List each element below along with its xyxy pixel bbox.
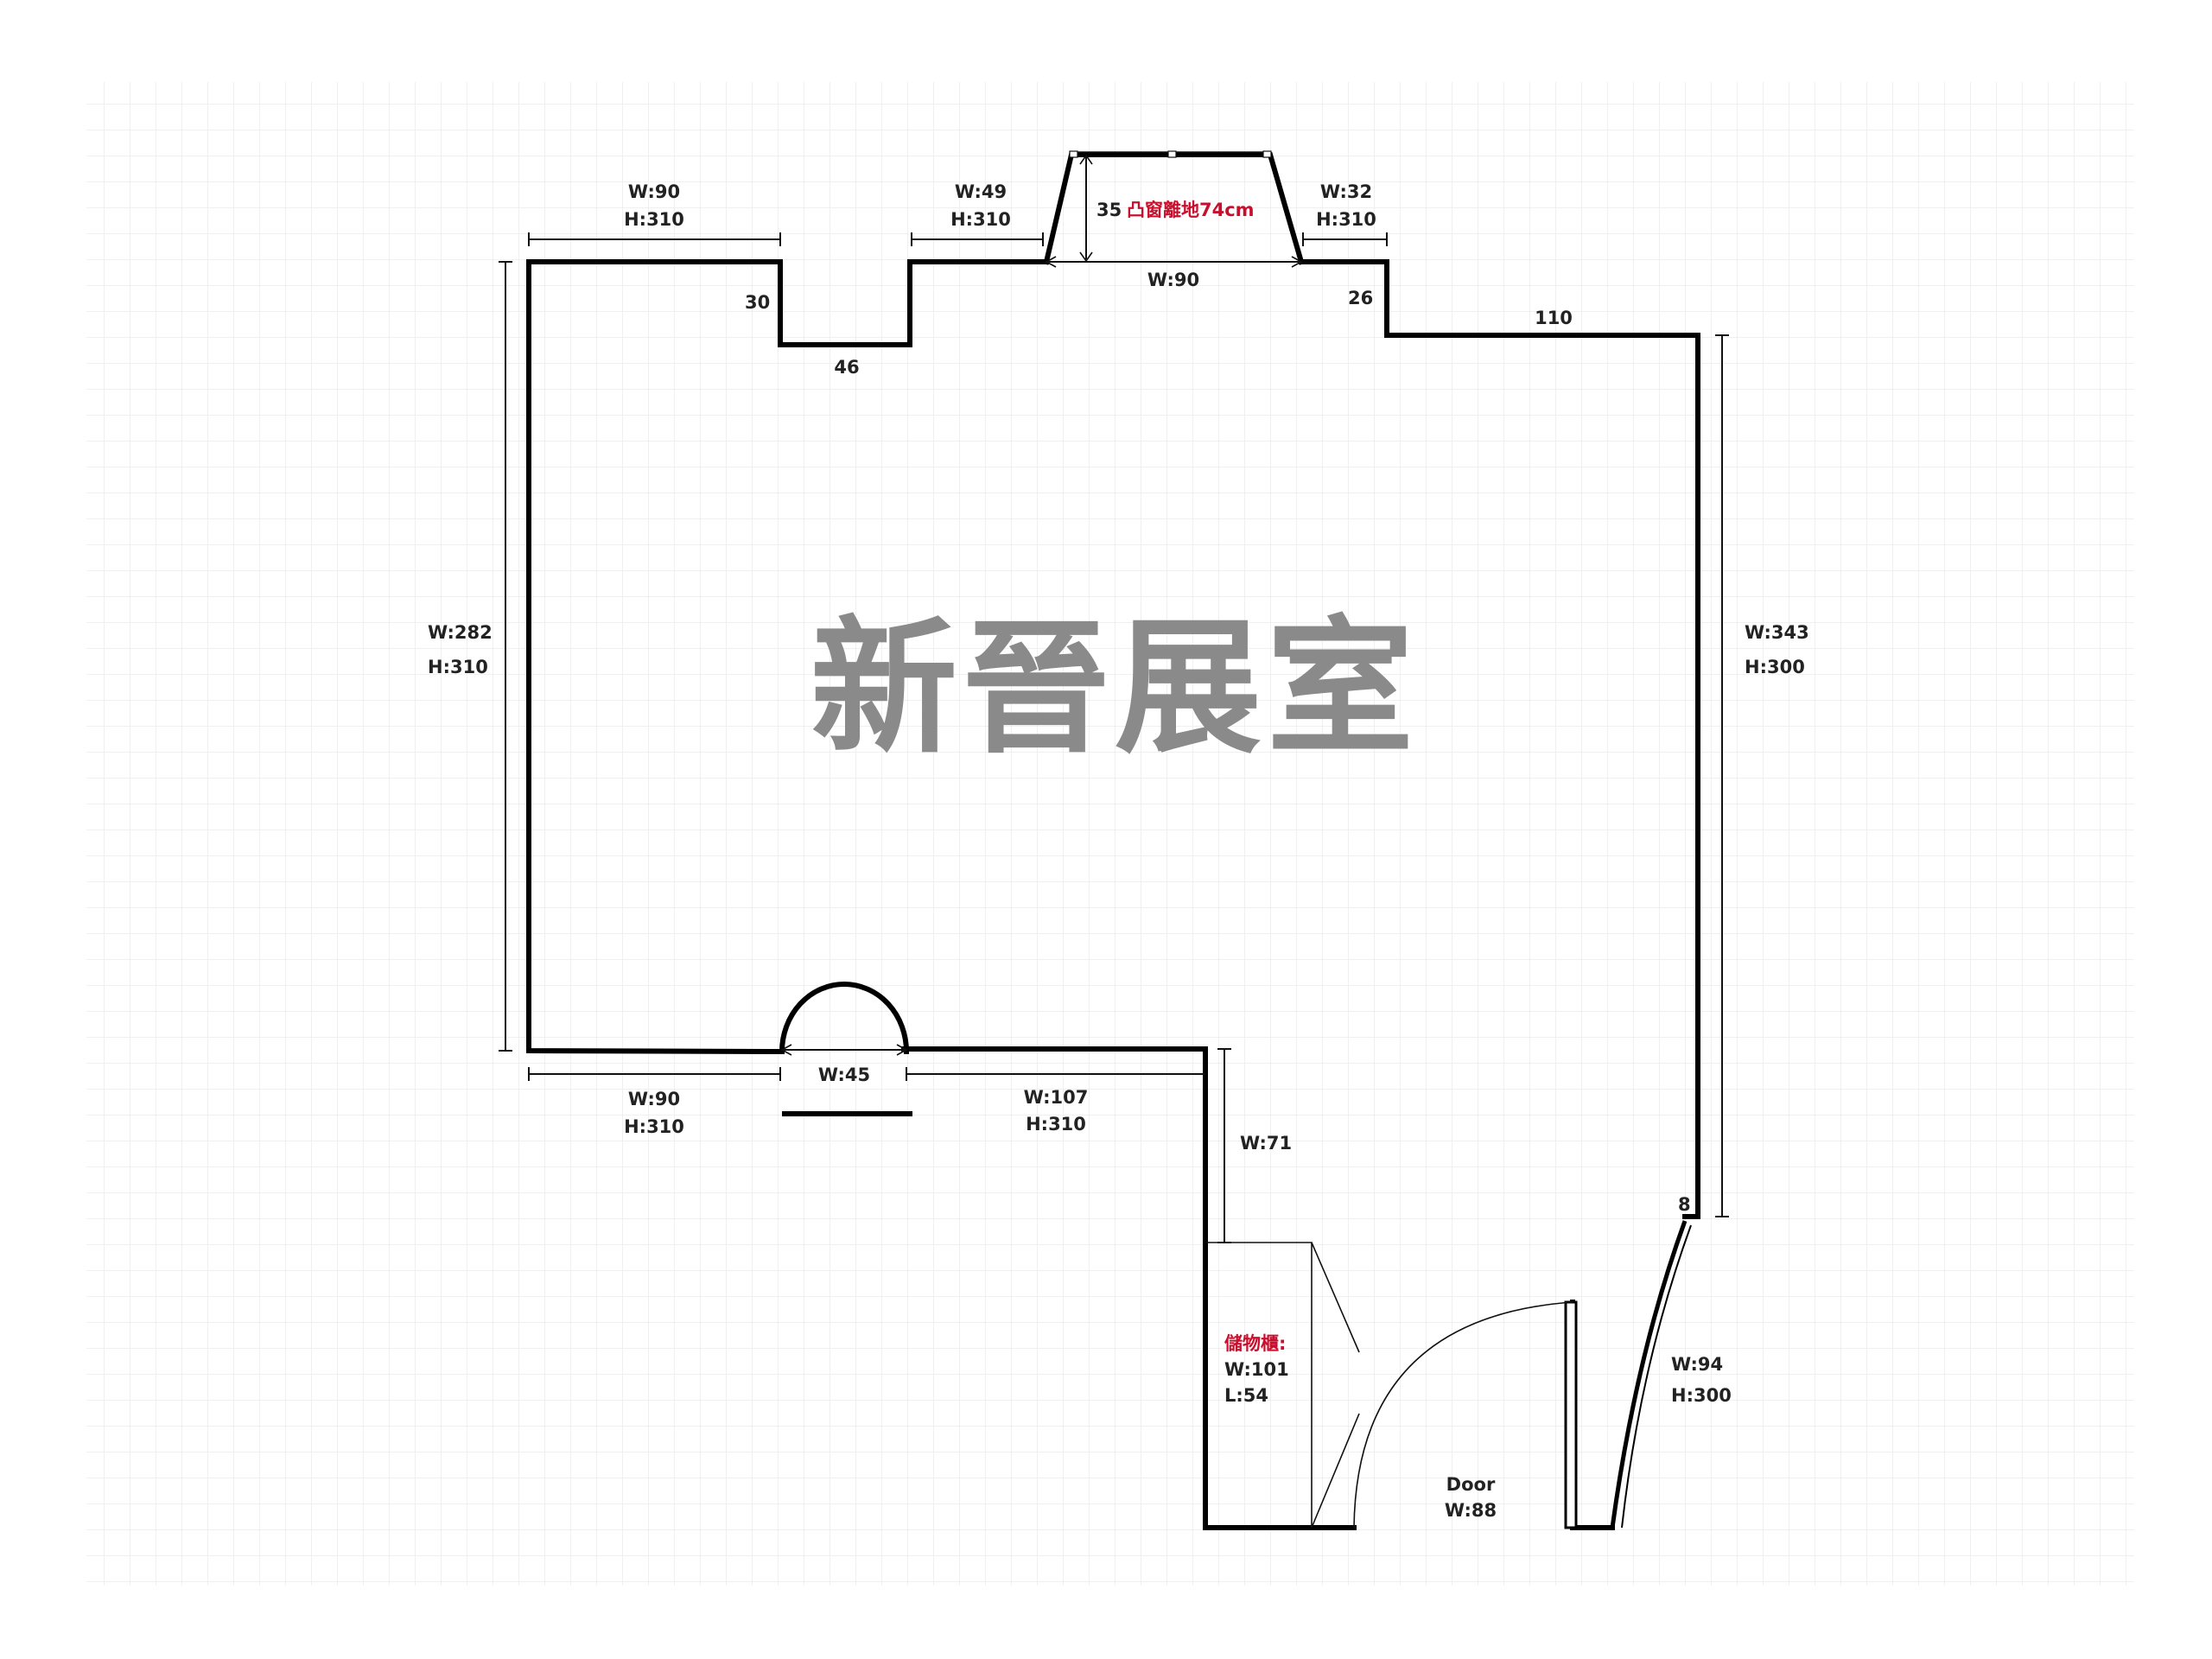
bottom-left-wall-height: H:310 <box>624 1116 684 1137</box>
door-title: Door <box>1446 1474 1496 1495</box>
grid-background <box>86 82 2134 1586</box>
top-left-wall-width: W:90 <box>628 181 680 202</box>
bay-depth-label: 35 <box>1096 200 1122 220</box>
bay-width-label: W:90 <box>1147 270 1199 290</box>
bay-window-frame-left <box>1069 150 1078 158</box>
top-mid-wall-width: W:49 <box>955 181 1007 202</box>
lower-right-wall-width: W:94 <box>1671 1354 1723 1375</box>
curved-wall-inner-line <box>1621 1224 1692 1529</box>
door-swing-arc <box>1353 1301 1573 1529</box>
lower-right-wall-height: H:300 <box>1671 1385 1732 1406</box>
bay-window-frame-mid <box>1167 150 1177 158</box>
curved-wall <box>1610 1220 1688 1529</box>
bay-window-frame-right <box>1262 150 1272 158</box>
notch-width-label: 46 <box>834 357 859 378</box>
storage-width: W:101 <box>1224 1359 1289 1380</box>
left-wall-width: W:282 <box>428 622 493 643</box>
top-mid-wall-height: H:310 <box>950 209 1011 230</box>
bottom-left-wall-width: W:90 <box>628 1089 680 1109</box>
storage-length: L:54 <box>1224 1385 1268 1406</box>
right-wall-width: W:343 <box>1745 622 1809 643</box>
door-jamb <box>1564 1300 1578 1529</box>
watermark-title: 新晉展室 <box>810 601 1419 774</box>
room-outline-wall <box>526 259 1700 1219</box>
arch-width-label: W:45 <box>818 1065 870 1085</box>
top-right-wall-height: H:310 <box>1316 209 1376 230</box>
notch-depth-label: 30 <box>745 292 770 313</box>
storage-title: 儲物櫃: <box>1224 1333 1286 1354</box>
corridor-wall <box>901 1046 1357 1530</box>
storage-cabinet <box>1205 1242 1360 1529</box>
bottom-mid-wall-width: W:107 <box>1024 1087 1089 1108</box>
right-wall-height: H:300 <box>1745 657 1805 677</box>
right-top-segment-label: 110 <box>1535 308 1573 328</box>
corridor-wall-label: W:71 <box>1240 1133 1292 1154</box>
top-right-wall-width: W:32 <box>1320 181 1372 202</box>
top-left-wall-height: H:310 <box>624 209 684 230</box>
left-wall-height: H:310 <box>428 657 488 677</box>
bay-floor-height-note: 凸窗離地74cm <box>1127 200 1255 220</box>
arch-opening <box>779 982 910 1055</box>
right-jog-label: 8 <box>1678 1194 1691 1215</box>
bottom-mid-wall-height: H:310 <box>1026 1114 1086 1135</box>
door-width: W:88 <box>1445 1500 1497 1521</box>
step-depth-label: 26 <box>1348 288 1373 308</box>
dimension-lines <box>499 154 1729 1243</box>
